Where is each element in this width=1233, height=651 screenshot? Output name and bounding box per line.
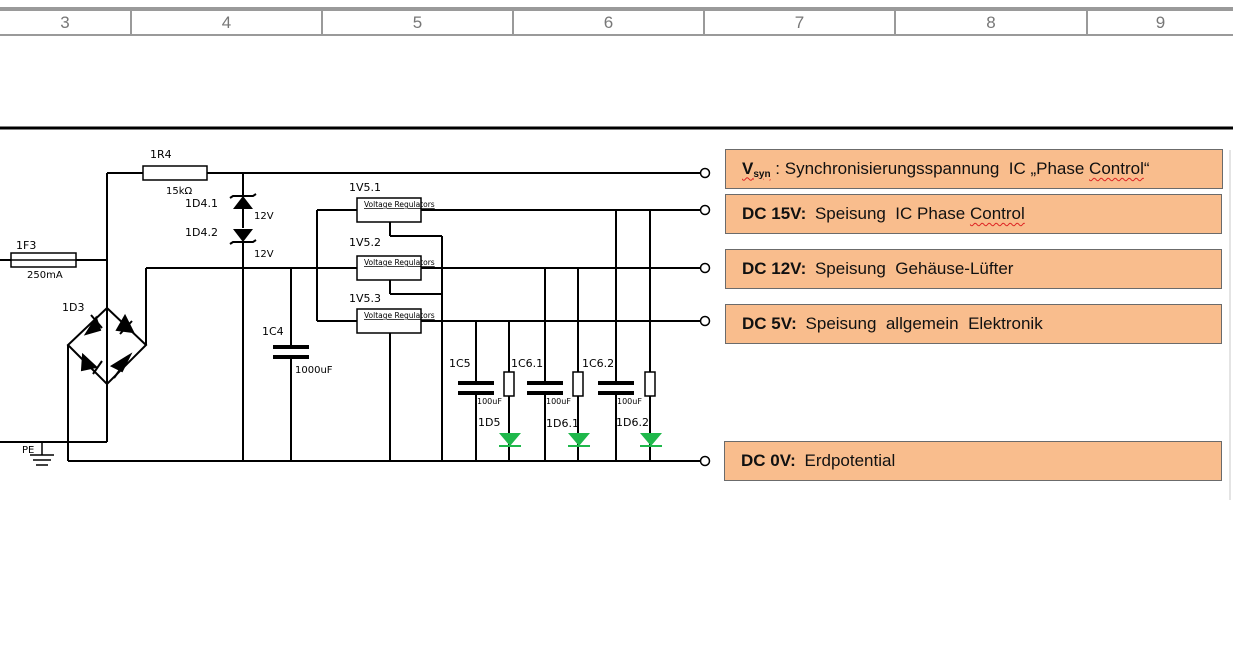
pe-ref: PE — [22, 445, 34, 456]
ruler-separator — [894, 11, 896, 34]
dc5-text: Speisung allgemein Elektronik — [800, 314, 1043, 333]
terminal-dc0 — [699, 455, 711, 467]
bridge-rectifier-1d3 — [66, 306, 148, 386]
led-resistor-3 — [644, 371, 656, 397]
d3-ref: 1D3 — [62, 301, 84, 314]
voltage-regulator-1v5-1: Voltage Regulators — [356, 197, 435, 223]
d6-2-ref: 1D6.2 — [616, 416, 649, 429]
ruler-column-5: 5 — [412, 13, 423, 32]
ruler-separator — [703, 11, 705, 34]
d6-1-ref: 1D6.1 — [546, 417, 579, 430]
ground-symbol-pe — [30, 442, 54, 466]
output-label-dc12: DC 12V: Speisung Gehäuse-Lüfter — [725, 249, 1222, 289]
terminal-dc15 — [699, 204, 711, 216]
d4-1-value: 12V — [254, 211, 274, 222]
dc15-bold: DC 15V: — [742, 204, 807, 223]
ruler-top-band — [0, 7, 1233, 11]
dc5-bold: DC 5V: — [742, 314, 797, 333]
capacitor-1c4 — [273, 345, 309, 359]
ruler-column-3: 3 — [60, 13, 70, 32]
terminal-dc5 — [699, 315, 711, 327]
d5-ref: 1D5 — [478, 416, 500, 429]
voltage-regulator-1v5-2: Voltage Regulators — [356, 255, 435, 281]
r4-value: 15kΩ — [166, 186, 193, 197]
resistor-1r4 — [142, 165, 208, 181]
v5-2-ref: 1V5.2 — [349, 236, 381, 249]
output-label-dc0: DC 0V: Erdpotential — [724, 441, 1222, 481]
f3-value: 250mA — [27, 270, 63, 281]
svg-text:Voltage Regulators: Voltage Regulators — [364, 258, 435, 267]
column-ruler: 3 4 5 6 7 8 9 — [0, 0, 1233, 40]
dc15-text-a: Speisung IC Phase — [810, 204, 970, 223]
led-1d5 — [499, 433, 521, 447]
ruler-column-6: 6 — [603, 13, 614, 32]
vsyn-text-c: “ — [1143, 159, 1150, 178]
dc0-text: Erdpotential — [799, 451, 896, 470]
dc15-text-b: Control — [969, 204, 1025, 223]
led-resistor-2 — [572, 371, 584, 397]
ruler-separator — [1086, 11, 1088, 34]
ruler-separator — [321, 11, 323, 34]
zener-diodes-1d4 — [229, 193, 257, 258]
ruler-separator — [130, 11, 132, 34]
output-label-dc15: DC 15V: Speisung IC Phase Control — [725, 194, 1222, 234]
ruler-column-8: 8 — [986, 13, 996, 32]
d4-2-ref: 1D4.2 — [185, 226, 218, 239]
led-resistor-1 — [503, 371, 515, 397]
voltage-regulator-1v5-3: Voltage Regulators — [356, 308, 435, 334]
output-label-dc5: DC 5V: Speisung allgemein Elektronik — [725, 304, 1222, 344]
svg-text:Voltage Regulators: Voltage Regulators — [364, 311, 435, 320]
c5-value: 100uF — [477, 397, 502, 406]
vsyn-text-b: Control — [1089, 159, 1144, 178]
c6-2-ref: 1C6.2 — [582, 357, 614, 370]
ruler-column-7: 7 — [794, 13, 805, 32]
capacitor-1c5 — [458, 381, 494, 395]
capacitor-1c6-2 — [598, 381, 634, 395]
v5-3-ref: 1V5.3 — [349, 292, 381, 305]
v5-1-ref: 1V5.1 — [349, 181, 381, 194]
dc12-text: Speisung Gehäuse-Lüfter — [810, 259, 1014, 278]
ruler-bottom-line — [0, 34, 1233, 36]
c4-value: 1000uF — [295, 365, 333, 376]
led-1d6-1 — [568, 433, 590, 447]
capacitor-1c6-1 — [527, 381, 563, 395]
ruler-column-4: 4 — [221, 13, 232, 32]
r4-ref: 1R4 — [150, 148, 172, 161]
vsyn-symbol: Vsyn — [742, 158, 771, 180]
c5-ref: 1C5 — [449, 357, 471, 370]
output-label-vsyn: Vsyn : Synchronisierungsspannung IC „Pha… — [725, 149, 1223, 189]
ruler-separator — [512, 11, 514, 34]
c6-2-value: 100uF — [617, 397, 642, 406]
terminal-vsyn — [699, 167, 711, 179]
f3-ref: 1F3 — [16, 239, 36, 252]
vsyn-text-a: : Synchronisierungsspannung IC „Phase — [770, 159, 1090, 178]
d4-2-value: 12V — [254, 249, 274, 260]
c6-1-value: 100uF — [546, 397, 571, 406]
c6-1-ref: 1C6.1 — [511, 357, 543, 370]
dc12-bold: DC 12V: — [742, 259, 807, 278]
d4-1-ref: 1D4.1 — [185, 197, 218, 210]
c4-ref: 1C4 — [262, 325, 284, 338]
wires — [0, 172, 700, 462]
terminal-dc12 — [699, 262, 711, 274]
led-1d6-2 — [640, 433, 662, 447]
svg-text:Voltage Regulators: Voltage Regulators — [364, 200, 435, 209]
dc0-bold: DC 0V: — [741, 451, 796, 470]
ruler-column-9: 9 — [1155, 13, 1166, 32]
